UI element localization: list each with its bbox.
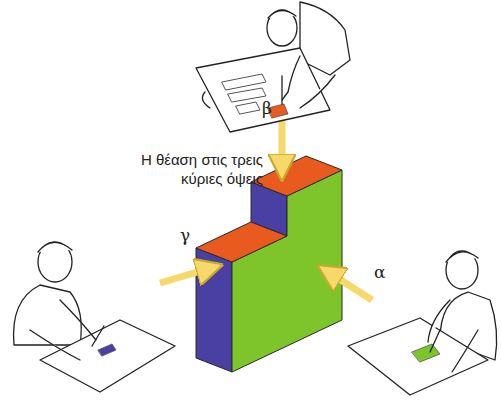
view-letter: β: [262, 98, 272, 118]
view-letter: α: [374, 262, 385, 282]
left-draftsman: [14, 242, 175, 392]
view-caption: Η θέαση στις τρεις κύριες όψεις: [103, 150, 263, 188]
right-draftsman: [348, 251, 497, 395]
view-letter: γ: [180, 225, 190, 245]
top-draftsman: [196, 2, 350, 132]
stepped-block: [196, 156, 342, 372]
view-arrows: [160, 118, 372, 300]
